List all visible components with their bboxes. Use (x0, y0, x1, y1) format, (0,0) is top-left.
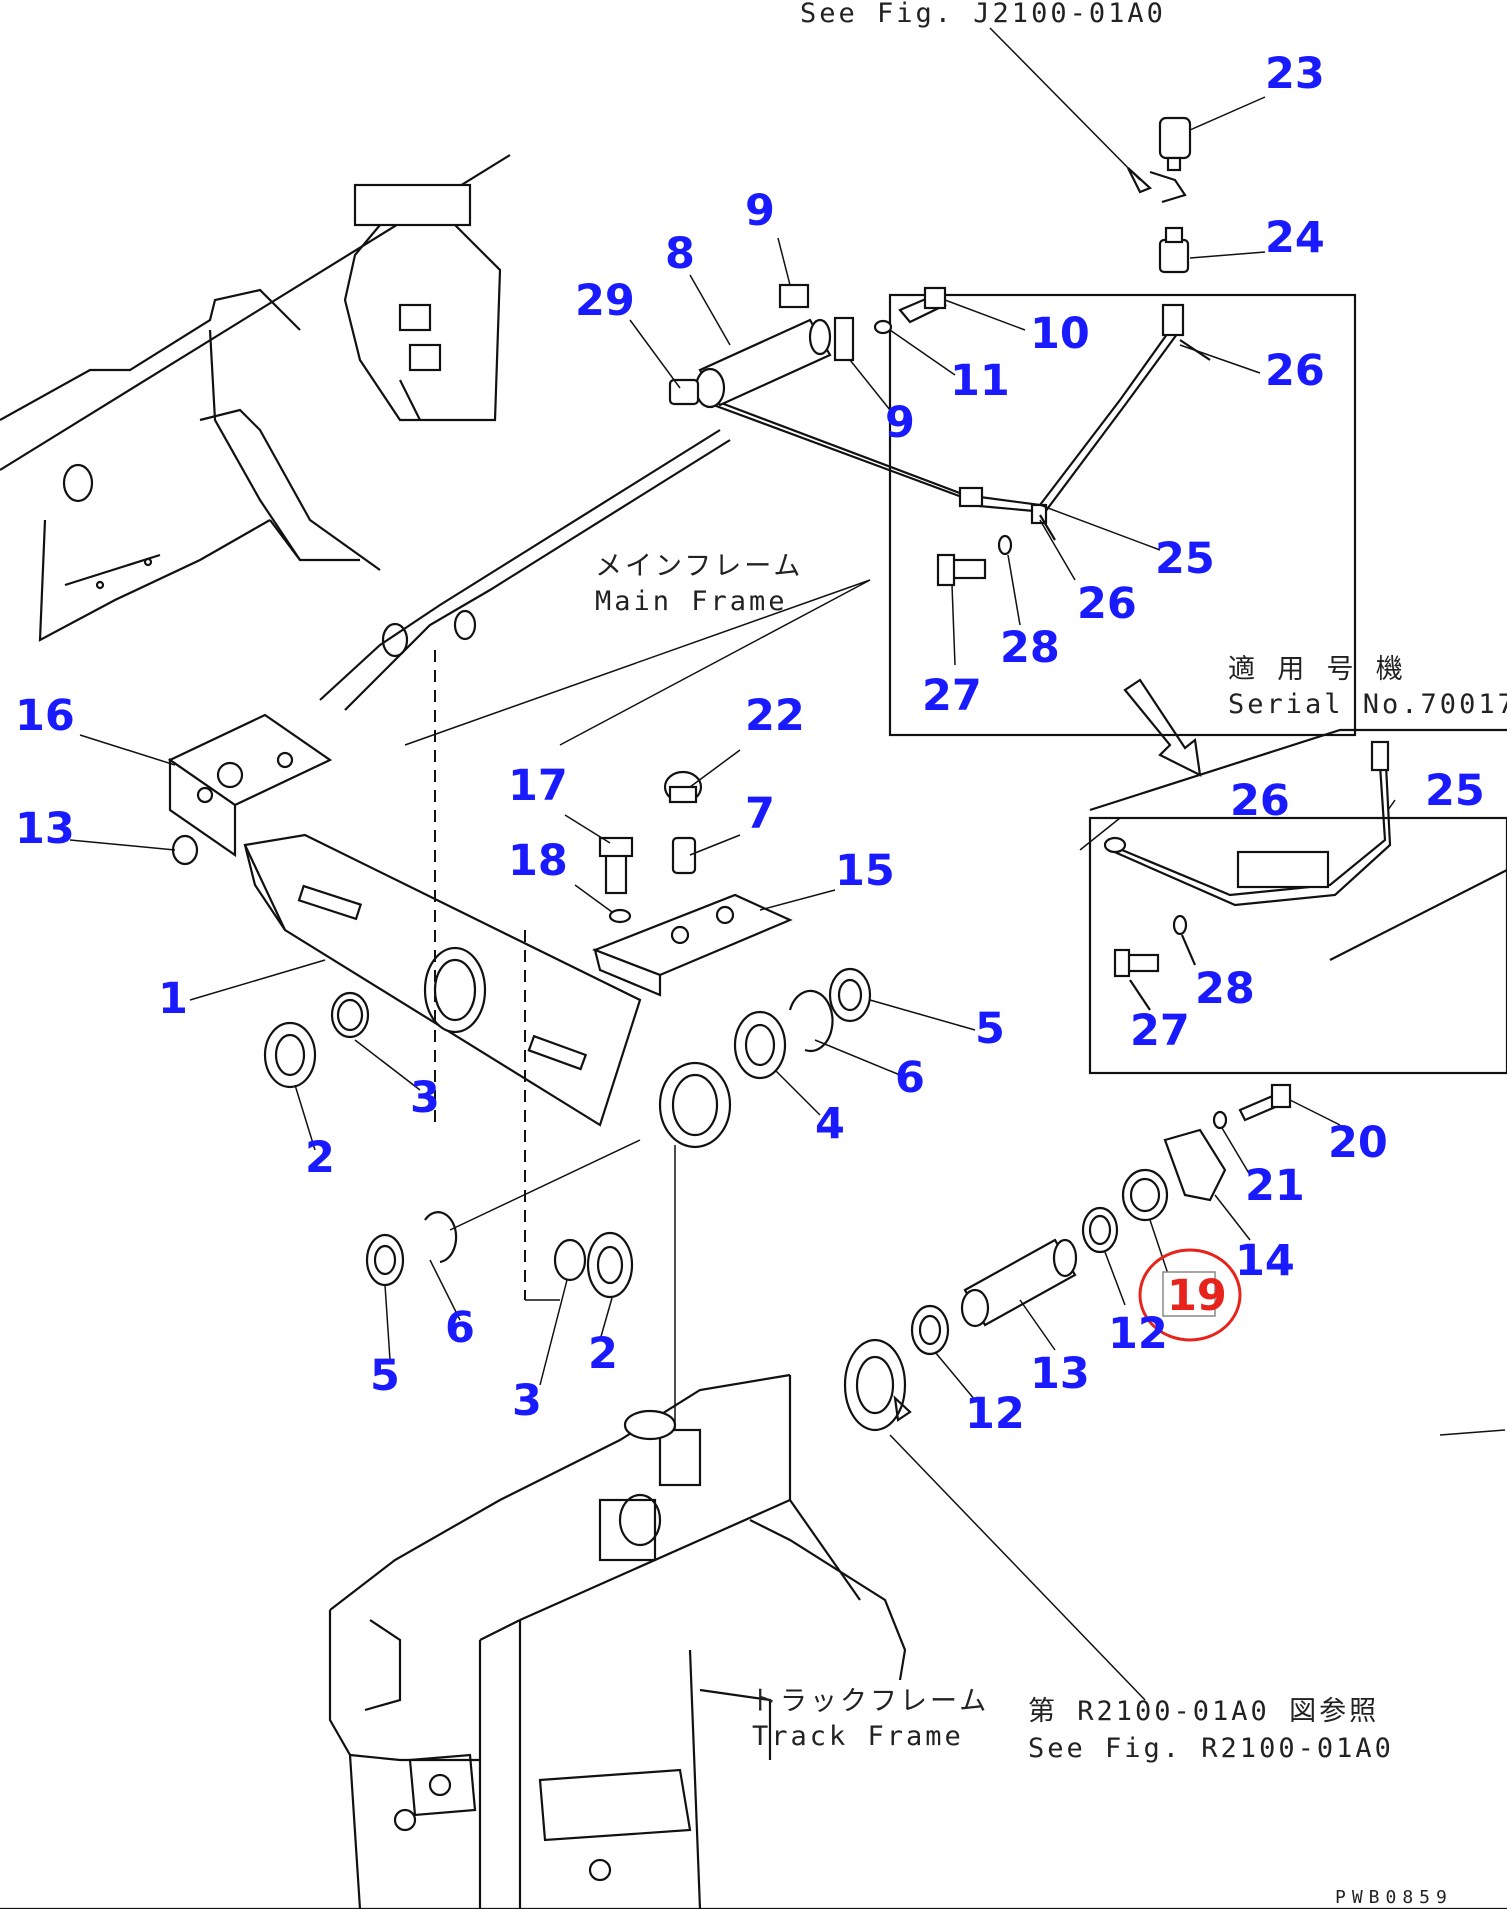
part-label-29[interactable]: 29 (575, 276, 635, 326)
track-frame-label-jp: トラックフレーム (750, 1686, 989, 1717)
hose-assembly-drawing (668, 116, 1357, 737)
part-label-12-bottom[interactable]: 12 (965, 1389, 1025, 1439)
part-labels: 23 24 9 8 29 10 11 9 26 25 26 28 27 16 1… (15, 49, 1485, 1439)
track-frame-label-en: Track Frame (752, 1721, 964, 1752)
equalizer-bar-drawing (167, 650, 872, 1430)
part-label-18[interactable]: 18 (508, 836, 568, 886)
bottom-reference-en: See Fig. R2100-01A0 (1028, 1733, 1394, 1764)
part-label-1[interactable]: 1 (158, 974, 188, 1024)
part-label-24[interactable]: 24 (1265, 213, 1325, 263)
part-label-5-left[interactable]: 5 (370, 1351, 400, 1401)
part-label-22[interactable]: 22 (745, 691, 805, 741)
top-reference-text: See Fig. J2100-01A0 (800, 0, 1166, 29)
part-label-3-top[interactable]: 3 (410, 1073, 440, 1123)
part-label-21[interactable]: 21 (1245, 1161, 1305, 1211)
part-label-26-top[interactable]: 26 (1265, 346, 1325, 396)
part-label-2-bottom[interactable]: 2 (588, 1329, 618, 1379)
bottom-reference-jp: 第 R2100-01A0 図参照 (1028, 1696, 1379, 1727)
part-label-27-top[interactable]: 27 (922, 671, 982, 721)
part-label-9-top[interactable]: 9 (745, 186, 775, 236)
part-label-25-inset[interactable]: 25 (1425, 766, 1485, 816)
main-frame-drawing (0, 154, 871, 746)
part-label-17[interactable]: 17 (508, 761, 568, 811)
part-label-15[interactable]: 15 (835, 846, 895, 896)
part-label-27-inset[interactable]: 27 (1130, 1006, 1190, 1056)
part-label-13-left[interactable]: 13 (15, 804, 75, 854)
drawing-code: PWB0859 (1335, 1887, 1453, 1908)
part-label-14[interactable]: 14 (1235, 1236, 1295, 1286)
part-label-16[interactable]: 16 (15, 691, 75, 741)
part-label-2-top[interactable]: 2 (305, 1133, 335, 1183)
main-frame-label-jp: メインフレーム (595, 551, 803, 582)
part-label-5-right[interactable]: 5 (975, 1004, 1005, 1054)
part-label-28-top[interactable]: 28 (1000, 623, 1060, 673)
highlighted-part-19[interactable]: 19 (1138, 1248, 1242, 1342)
part-label-25-top[interactable]: 25 (1155, 534, 1215, 584)
serial-label-jp: 適 用 号 機 (1228, 654, 1406, 685)
part-label-4[interactable]: 4 (815, 1099, 845, 1149)
part-label-10[interactable]: 10 (1030, 309, 1090, 359)
main-frame-label-en: Main Frame (595, 586, 788, 617)
part-label-3-bottom[interactable]: 3 (512, 1376, 542, 1426)
part-label-23[interactable]: 23 (1265, 49, 1325, 99)
serial-label-en: Serial No.70017~ (1228, 689, 1507, 720)
part-label-12-right[interactable]: 12 (1108, 1309, 1168, 1359)
part-label-26-mid[interactable]: 26 (1077, 579, 1137, 629)
part-label-11[interactable]: 11 (950, 356, 1010, 406)
serial-inset-drawing (1088, 728, 1507, 1075)
part-label-6-right[interactable]: 6 (895, 1053, 925, 1103)
part-label-20[interactable]: 20 (1328, 1118, 1388, 1168)
part-label-26-inset[interactable]: 26 (1230, 776, 1290, 826)
part-label-28-inset[interactable]: 28 (1195, 964, 1255, 1014)
part-label-7[interactable]: 7 (745, 789, 775, 839)
track-frame-drawing (0, 1373, 1507, 1909)
part-label-9-bottom[interactable]: 9 (885, 398, 915, 448)
part-label-8[interactable]: 8 (665, 229, 695, 279)
part-label-6-left[interactable]: 6 (445, 1303, 475, 1353)
part-label-13-mid[interactable]: 13 (1030, 1349, 1090, 1399)
part-label-19[interactable]: 19 (1167, 1271, 1227, 1321)
pin-assembly-drawing (843, 1083, 1292, 1701)
leader-lines (69, 96, 1506, 1436)
